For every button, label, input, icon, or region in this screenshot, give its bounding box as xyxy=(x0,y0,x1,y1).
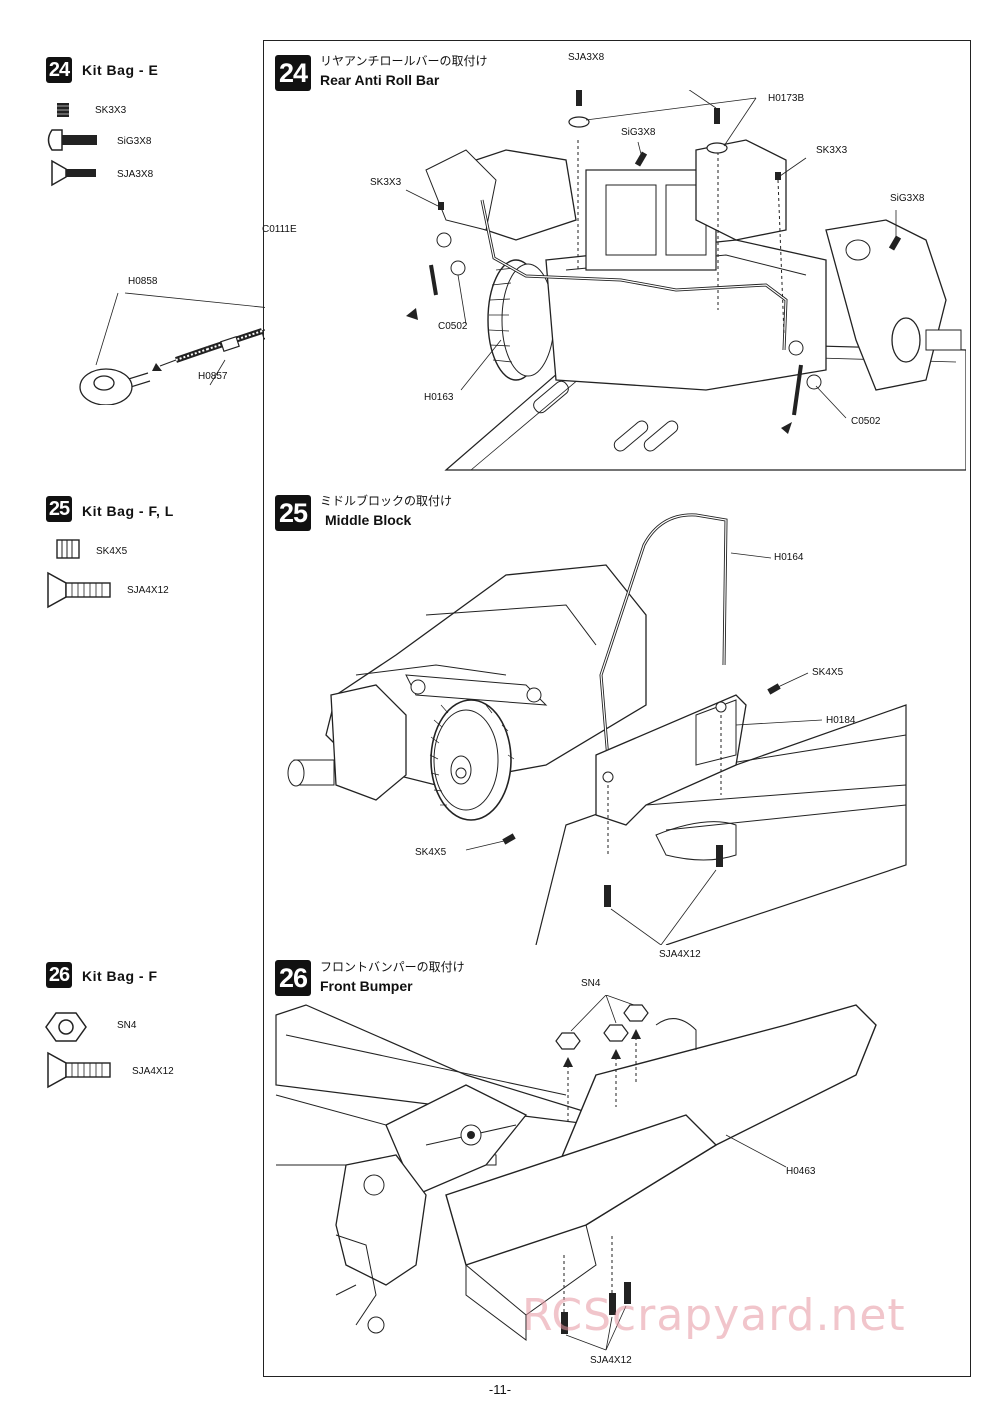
part-callout: H0163 xyxy=(424,392,454,403)
part-callout: SiG3X8 xyxy=(890,193,925,204)
step-title-english: Front Bumper xyxy=(320,978,413,994)
part-callout: H0173B xyxy=(768,93,805,104)
part-callout: SK3X3 xyxy=(816,145,848,156)
step-title-japanese: フロントバンパーの取付け xyxy=(320,960,465,974)
instruction-frame xyxy=(263,40,971,1377)
step-title-english: Middle Block xyxy=(325,512,412,528)
set-screw-icon xyxy=(56,539,80,559)
part-label: SJA4X12 xyxy=(127,585,169,596)
part-callout: H0184 xyxy=(826,715,856,726)
step-title-english: Rear Anti Roll Bar xyxy=(320,72,440,88)
nut-icon xyxy=(45,1012,87,1042)
kit-bag-title: Kit Bag - E xyxy=(82,62,159,78)
middle-block-drawing xyxy=(287,513,907,945)
kit-bag-title: Kit Bag - F xyxy=(82,968,158,984)
part-callout: H0164 xyxy=(774,552,804,563)
page-number: -11- xyxy=(488,1382,512,1397)
step-title-japanese: リヤアンチロールバーの取付け xyxy=(320,54,488,68)
countersunk-screw-icon xyxy=(47,571,111,609)
part-callout: C0502 xyxy=(851,416,881,427)
kit-bag-number-badge: 25 xyxy=(46,496,72,522)
step-number-badge: 26 xyxy=(275,960,311,996)
kit-bag-number-badge: 26 xyxy=(46,962,72,988)
part-label: SK4X5 xyxy=(96,546,128,557)
kit-bag-26-parts-drawing xyxy=(45,1012,111,1089)
front-bumper-drawing xyxy=(275,995,877,1351)
kit-bag-title: Kit Bag - F, L xyxy=(82,503,174,519)
part-label: SJA3X8 xyxy=(117,169,154,180)
part-callout: SiG3X8 xyxy=(621,127,656,138)
step-title-japanese: ミドルブロックの取付け xyxy=(320,494,453,508)
part-callout: SK3X3 xyxy=(370,177,402,188)
step-number-badge: 24 xyxy=(275,55,311,91)
part-callout: C0111E xyxy=(262,224,297,235)
kit-bag-25-parts-drawing xyxy=(47,539,111,609)
part-callout: SK4X5 xyxy=(812,667,844,678)
part-callout: SJA4X12 xyxy=(590,1355,632,1366)
part-label: SiG3X8 xyxy=(117,136,152,147)
part-callout: H0857 xyxy=(198,371,228,382)
part-label: SJA4X12 xyxy=(132,1066,174,1077)
kit-bag-number-badge: 24 xyxy=(46,57,72,83)
part-callout: SJA3X8 xyxy=(568,52,605,63)
turnbuckle-sub-assembly-drawing xyxy=(79,292,265,405)
part-callout: H0858 xyxy=(128,276,158,287)
kit-bag-24-parts-drawing xyxy=(47,103,97,187)
step-number-badge: 25 xyxy=(275,495,311,531)
part-callout: SJA4X12 xyxy=(659,949,701,960)
countersunk-screw-icon xyxy=(51,159,96,187)
rear-anti-roll-bar-drawing xyxy=(405,90,966,471)
button-head-screw-icon xyxy=(47,129,97,151)
part-callout: SN4 xyxy=(581,978,601,989)
set-screw-icon xyxy=(57,103,69,117)
part-label: SK3X3 xyxy=(95,105,127,116)
part-callout: SK4X5 xyxy=(415,847,447,858)
part-callout: C0502 xyxy=(438,321,468,332)
part-label: SN4 xyxy=(117,1020,137,1031)
watermark: RCScrapyard.net xyxy=(522,1290,906,1341)
countersunk-screw-icon xyxy=(47,1051,111,1089)
part-callout: H0463 xyxy=(786,1166,816,1177)
